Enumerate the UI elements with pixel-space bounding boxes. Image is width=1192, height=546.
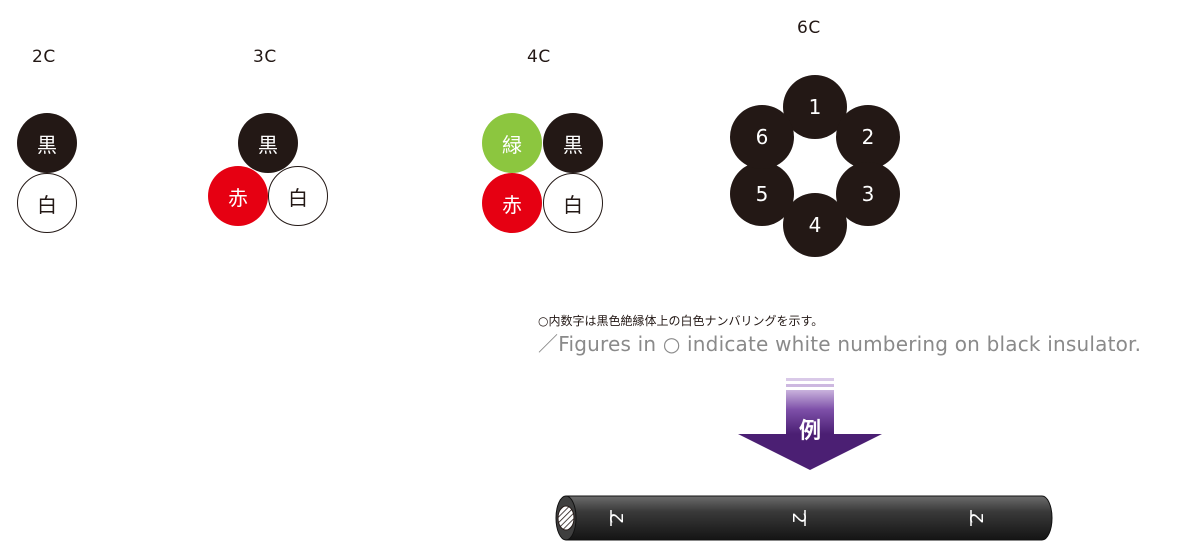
cable-mark-2: 2 [788, 512, 809, 523]
cable-illustration: 2 2 2 [555, 495, 1053, 541]
cable-mark-1: 2 [607, 512, 628, 523]
wire-6c-6: 6 [730, 105, 794, 169]
title-3c: 3C [253, 47, 277, 67]
note-english: ／Figures in ○ indicate white numbering o… [538, 332, 1142, 356]
wire-4c-black: 黒 [543, 113, 603, 173]
wire-6c-5: 5 [730, 162, 794, 226]
wire-2c-white: 白 [17, 173, 77, 233]
wire-4c-white: 白 [543, 173, 603, 233]
cable-mark-3: 2 [967, 512, 988, 523]
example-label: 例 [798, 419, 821, 444]
note-japanese: ○内数字は黒色絶縁体上の白色ナンバリングを示す。 [538, 314, 824, 328]
wire-4c-green: 緑 [482, 113, 542, 173]
wire-3c-red: 赤 [208, 166, 268, 226]
wire-3c-black: 黒 [238, 113, 298, 173]
title-2c: 2C [32, 47, 56, 67]
wire-3c-white: 白 [268, 166, 328, 226]
wire-2c-black: 黒 [17, 113, 77, 173]
wire-6c-2: 2 [836, 105, 900, 169]
title-6c: 6C [797, 18, 821, 38]
wire-4c-red: 赤 [482, 173, 542, 233]
wire-6c-3: 3 [836, 162, 900, 226]
wire-6c-1: 1 [783, 75, 847, 139]
title-4c: 4C [527, 47, 551, 67]
down-arrow-icon [738, 378, 882, 470]
wire-6c-4: 4 [783, 193, 847, 257]
